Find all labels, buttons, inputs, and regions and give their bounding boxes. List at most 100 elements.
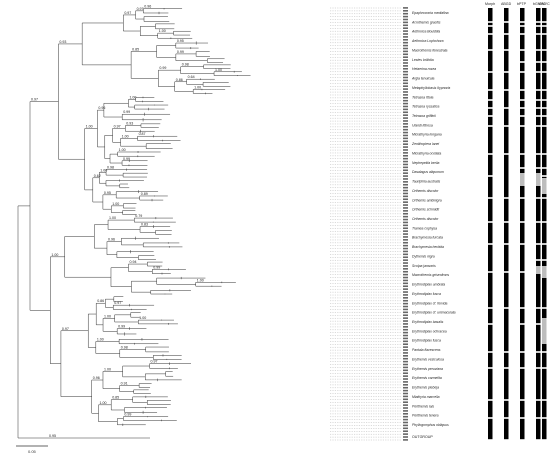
taxon-label: Aethroica Lophohora — [411, 39, 444, 43]
delimitation-bar — [488, 176, 493, 198]
taxon-label: Brachymesia furcata — [412, 236, 443, 240]
support-value: 1.00 — [104, 367, 111, 371]
delimitation-bar — [536, 198, 541, 222]
tip-id-mark — [403, 305, 408, 308]
tip-id-mark — [403, 259, 408, 261]
support-value: 0.95 — [177, 39, 184, 43]
delimitation-bar — [536, 62, 541, 72]
tip-id-mark — [403, 404, 408, 406]
support-value: 0.62 — [94, 174, 101, 178]
taxon-label: Tetrasoa griffinii — [412, 114, 436, 118]
delimitation-bar — [520, 272, 525, 308]
delimitation-bar — [520, 62, 525, 72]
delimitation-bar — [536, 272, 541, 308]
delimitation-bar — [520, 244, 525, 272]
delimitation-bar — [488, 8, 493, 22]
support-value: 0.91 — [121, 382, 128, 386]
tip-id-mark — [403, 215, 408, 218]
tip-id-mark — [403, 375, 408, 377]
tip-id-mark — [403, 44, 408, 47]
delimitation-bar — [488, 126, 493, 154]
delimitation-bar — [520, 368, 525, 400]
taxon-label: Miathyria marcella — [412, 395, 440, 399]
tip-id-mark — [403, 276, 408, 279]
tip-id-mark — [403, 149, 408, 151]
tip-id-mark — [403, 59, 408, 61]
delimitation-bar — [488, 22, 493, 26]
tip-id-mark — [403, 195, 408, 198]
support-value: 1.00 — [100, 168, 107, 172]
tip-id-mark — [403, 326, 408, 328]
tip-id-mark — [403, 24, 408, 27]
delimitation-bar — [542, 22, 547, 26]
support-value: 0.97 — [124, 11, 131, 15]
tip-id-mark — [403, 407, 408, 409]
scale-bar-label: 0.05 — [28, 449, 37, 454]
taxon-label: Orthemis ambinigra — [412, 198, 442, 202]
support-value: 1.00 — [139, 316, 146, 320]
delimitation-bar — [488, 26, 493, 34]
delimitation-bar — [542, 154, 547, 168]
support-value: 1.00 — [159, 29, 166, 33]
support-value: 1.00 — [215, 68, 222, 72]
support-value: 0.87 — [139, 132, 146, 136]
tip-id-mark — [403, 114, 408, 116]
delimitation-bar — [488, 418, 493, 440]
taxon-label: Perithemis tenera — [412, 414, 439, 418]
delimitation-bar — [536, 126, 541, 154]
support-value: 0.99 — [124, 413, 131, 417]
support-value: 1.00 — [100, 401, 107, 405]
support-value: 0.86 — [176, 78, 183, 82]
support-value: 1.00 — [197, 278, 204, 282]
delimitation-bar — [520, 90, 525, 100]
tip-id-mark — [403, 323, 408, 325]
tip-id-mark — [403, 320, 408, 322]
tip-id-mark — [403, 56, 408, 58]
tip-id-mark — [403, 47, 408, 50]
support-value: 1.00 — [112, 202, 119, 206]
taxon-label: Erythemis peruviana — [412, 367, 443, 371]
tip-id-mark — [403, 247, 408, 250]
delimitation-bar — [542, 62, 547, 72]
taxon-label: Micrathyria longana — [412, 133, 442, 137]
delimitation-bar — [488, 50, 493, 72]
tip-id-mark — [403, 204, 408, 206]
tip-id-mark — [403, 369, 408, 372]
support-value: 0.96 — [144, 5, 151, 9]
tip-id-mark — [403, 166, 408, 169]
delimitation-bar — [520, 168, 525, 176]
tip-id-mark — [403, 378, 408, 380]
tip-id-mark — [403, 108, 408, 111]
delimitation-bar — [488, 72, 493, 90]
support-value: 0.99 — [123, 157, 130, 161]
tip-id-mark — [403, 285, 408, 288]
tip-id-mark — [403, 415, 408, 418]
support-value: 0.99 — [123, 110, 130, 114]
tip-id-mark — [403, 273, 408, 276]
delimitation-bar — [542, 198, 547, 222]
tip-leader-lines — [330, 7, 402, 441]
support-value: 0.98 — [107, 166, 114, 170]
tip-id-mark — [403, 152, 408, 154]
support-value: 0.86 — [97, 299, 104, 303]
delimitation-bar — [488, 324, 493, 352]
delimitation-bar — [536, 34, 541, 50]
tip-id-mark — [403, 386, 408, 389]
tip-id-mark — [403, 67, 408, 70]
taxon-label: Zenithoptera lanei — [411, 142, 439, 146]
support-value: 0.98 — [121, 345, 128, 349]
delimitation-bar-uncertain — [520, 173, 525, 186]
delimitation-bar — [520, 26, 525, 34]
tip-id-mark — [403, 12, 408, 15]
tip-id-mark — [403, 192, 408, 195]
taxon-label: Argia tenuicula — [411, 77, 435, 81]
delimitation-bar — [504, 418, 509, 440]
tip-id-mark — [403, 262, 408, 264]
tip-id-mark — [403, 102, 408, 105]
delimitation-bar — [536, 90, 541, 100]
delimitation-bar — [520, 22, 525, 26]
support-value: 0.97 — [114, 301, 121, 305]
tip-id-mark — [403, 27, 408, 29]
